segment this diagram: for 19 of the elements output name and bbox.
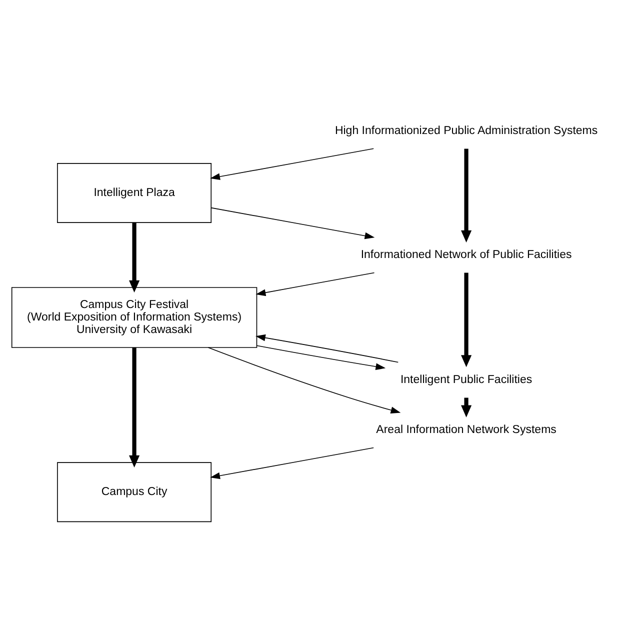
arrow [129, 348, 140, 468]
node-text: Informationed Network of Public Facilities [360, 249, 572, 262]
node-text: High Informationized Public Administration Systems [334, 124, 598, 137]
arrow [256, 272, 375, 296]
node-box: Intelligent Plaza [57, 163, 212, 223]
node-box: Campus City Festival (World Exposition of Information Systems) University of Kawasaki [11, 287, 258, 348]
node-text: Intelligent Public Facilities [400, 374, 532, 386]
arrow [129, 222, 140, 293]
arrow [210, 148, 374, 180]
arrow [256, 334, 399, 363]
arrow [210, 447, 374, 480]
arrow [256, 345, 386, 370]
node-box: Campus City [57, 462, 212, 522]
node-text: Areal Information Network Systems [376, 424, 556, 436]
arrow [461, 398, 472, 418]
arrow [210, 207, 375, 240]
arrow [461, 148, 472, 242]
arrow [208, 347, 401, 414]
arrow [461, 272, 472, 368]
